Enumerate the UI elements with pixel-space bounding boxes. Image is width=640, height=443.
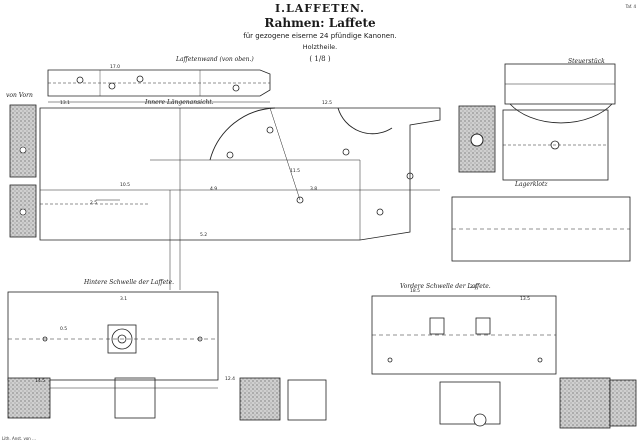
bearing-block-view (502, 109, 609, 181)
label-from-front: von Vorn (6, 92, 33, 99)
sheet-title: Rahmen: Laffete (264, 16, 376, 30)
sheet-subtitle: für gezogene eiserne 24 pfündige Kanonen… (243, 32, 397, 40)
dimension-label: 2.5 (90, 200, 97, 206)
dimension-label: 5.2 (200, 232, 207, 238)
dimension-labels: 13.1 17.0 12.5 11.5 10.5 4.9 3.8 2.5 5.2 3.1 0.5 14… (35, 64, 530, 384)
right-long-rail (451, 196, 631, 262)
label-inner-longitudinal: Innere Längenansicht. (145, 99, 214, 106)
wood-section-upper (9, 104, 37, 178)
dimension-label: 2.4 (470, 284, 477, 290)
inner-longitudinal-view (39, 107, 441, 290)
dimension-label: 0.5 (60, 326, 67, 332)
dimension-label: 3.1 (120, 296, 127, 302)
dimension-label: 18.5 (410, 288, 420, 294)
dimension-label: 13.1 (60, 100, 70, 106)
dimension-label: 10.5 (120, 182, 130, 188)
dimension-label: 17.0 (110, 64, 120, 70)
label-front-sill: Vordere Schwelle der Laffete. (400, 283, 491, 290)
sheet-subtitle-parts: Holztheile. (302, 43, 338, 51)
dimension-label: 14.5 (35, 378, 45, 384)
sheet-reference: Taf. 4 (625, 4, 636, 9)
dimension-label: 11.5 (290, 168, 300, 174)
rear-sill-view (7, 291, 219, 389)
rear-sill-sections (7, 377, 327, 421)
dimension-label: 12.4 (225, 376, 235, 382)
dimension-label: 4.9 (210, 186, 217, 192)
dimension-label: 12.5 (322, 100, 332, 106)
sheet-scale: ( 1/8 ) (309, 55, 331, 63)
lithography-credit: Lith. Anst. von ... (2, 436, 36, 441)
label-rear-sill: Hintere Schwelle der Laffete. (84, 279, 175, 286)
section-title: I.LAFFETEN. (275, 2, 365, 15)
front-sill-view (371, 295, 557, 375)
wall-top-view (47, 69, 271, 103)
dimension-label: 3.8 (310, 186, 317, 192)
steering-piece-view (504, 63, 616, 124)
label-steering-piece: Steuerstück (568, 58, 605, 65)
label-wall-top: Laffetenwand (von oben.) (176, 56, 254, 63)
dimension-label: 13.5 (520, 296, 530, 302)
front-sill-sections (439, 377, 637, 429)
label-bearing-block: Lagerklotz (515, 181, 548, 188)
